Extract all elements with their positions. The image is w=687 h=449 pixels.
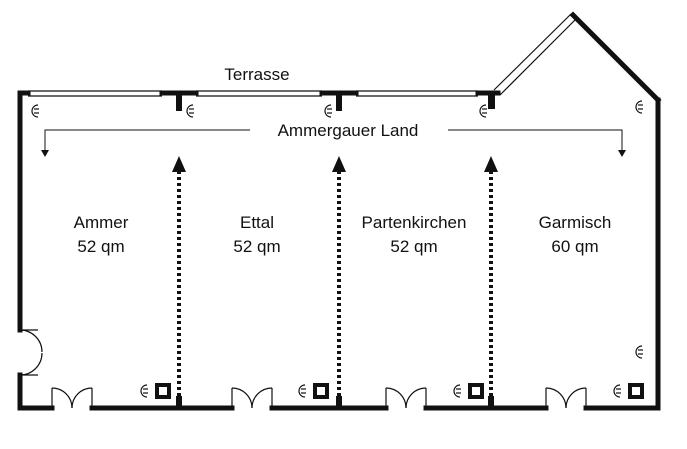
region-label: Ammergauer Land	[278, 121, 419, 140]
floor-boxes	[140, 383, 644, 399]
pillars	[176, 93, 495, 111]
exterior-walls	[17, 11, 662, 411]
merge-arrowheads	[41, 150, 626, 157]
power-outlet-icon	[635, 345, 644, 359]
room-name-partenkirchen: Partenkirchen	[362, 213, 467, 232]
folding-partition-arrow-icon	[332, 156, 346, 410]
room-area-partenkirchen: 52 qm	[390, 237, 437, 256]
room-area-ammer: 52 qm	[77, 237, 124, 256]
double-door-icon	[545, 387, 587, 409]
merge-arrow-icon	[44, 129, 623, 152]
folding-partitions	[172, 156, 498, 410]
double-door-icon	[385, 387, 427, 409]
power-outlet-icon	[479, 104, 488, 118]
folding-partition-arrow-icon	[484, 156, 498, 410]
terrace-label: Terrasse	[224, 65, 289, 84]
floor-box-icon	[453, 383, 484, 399]
room-area-ettal: 52 qm	[233, 237, 280, 256]
power-outlet-icon	[635, 100, 644, 114]
floor-box-icon	[613, 383, 644, 399]
room-name-ammer: Ammer	[74, 213, 129, 232]
power-outlet-icon	[31, 104, 40, 118]
room-name-garmisch: Garmisch	[539, 213, 612, 232]
side-door-icon	[19, 329, 43, 376]
double-door-icons	[51, 387, 587, 409]
room-area-garmisch: 60 qm	[551, 237, 598, 256]
power-outlet-icon	[186, 104, 195, 118]
double-door-icon	[51, 387, 93, 409]
power-outlet-icon	[324, 104, 333, 118]
floor-box-icon	[298, 383, 329, 399]
room-name-ettal: Ettal	[240, 213, 274, 232]
floor-box-icon	[140, 383, 171, 399]
double-door-icon	[231, 387, 273, 409]
windows	[28, 13, 577, 97]
folding-partition-arrow-icon	[172, 156, 186, 410]
